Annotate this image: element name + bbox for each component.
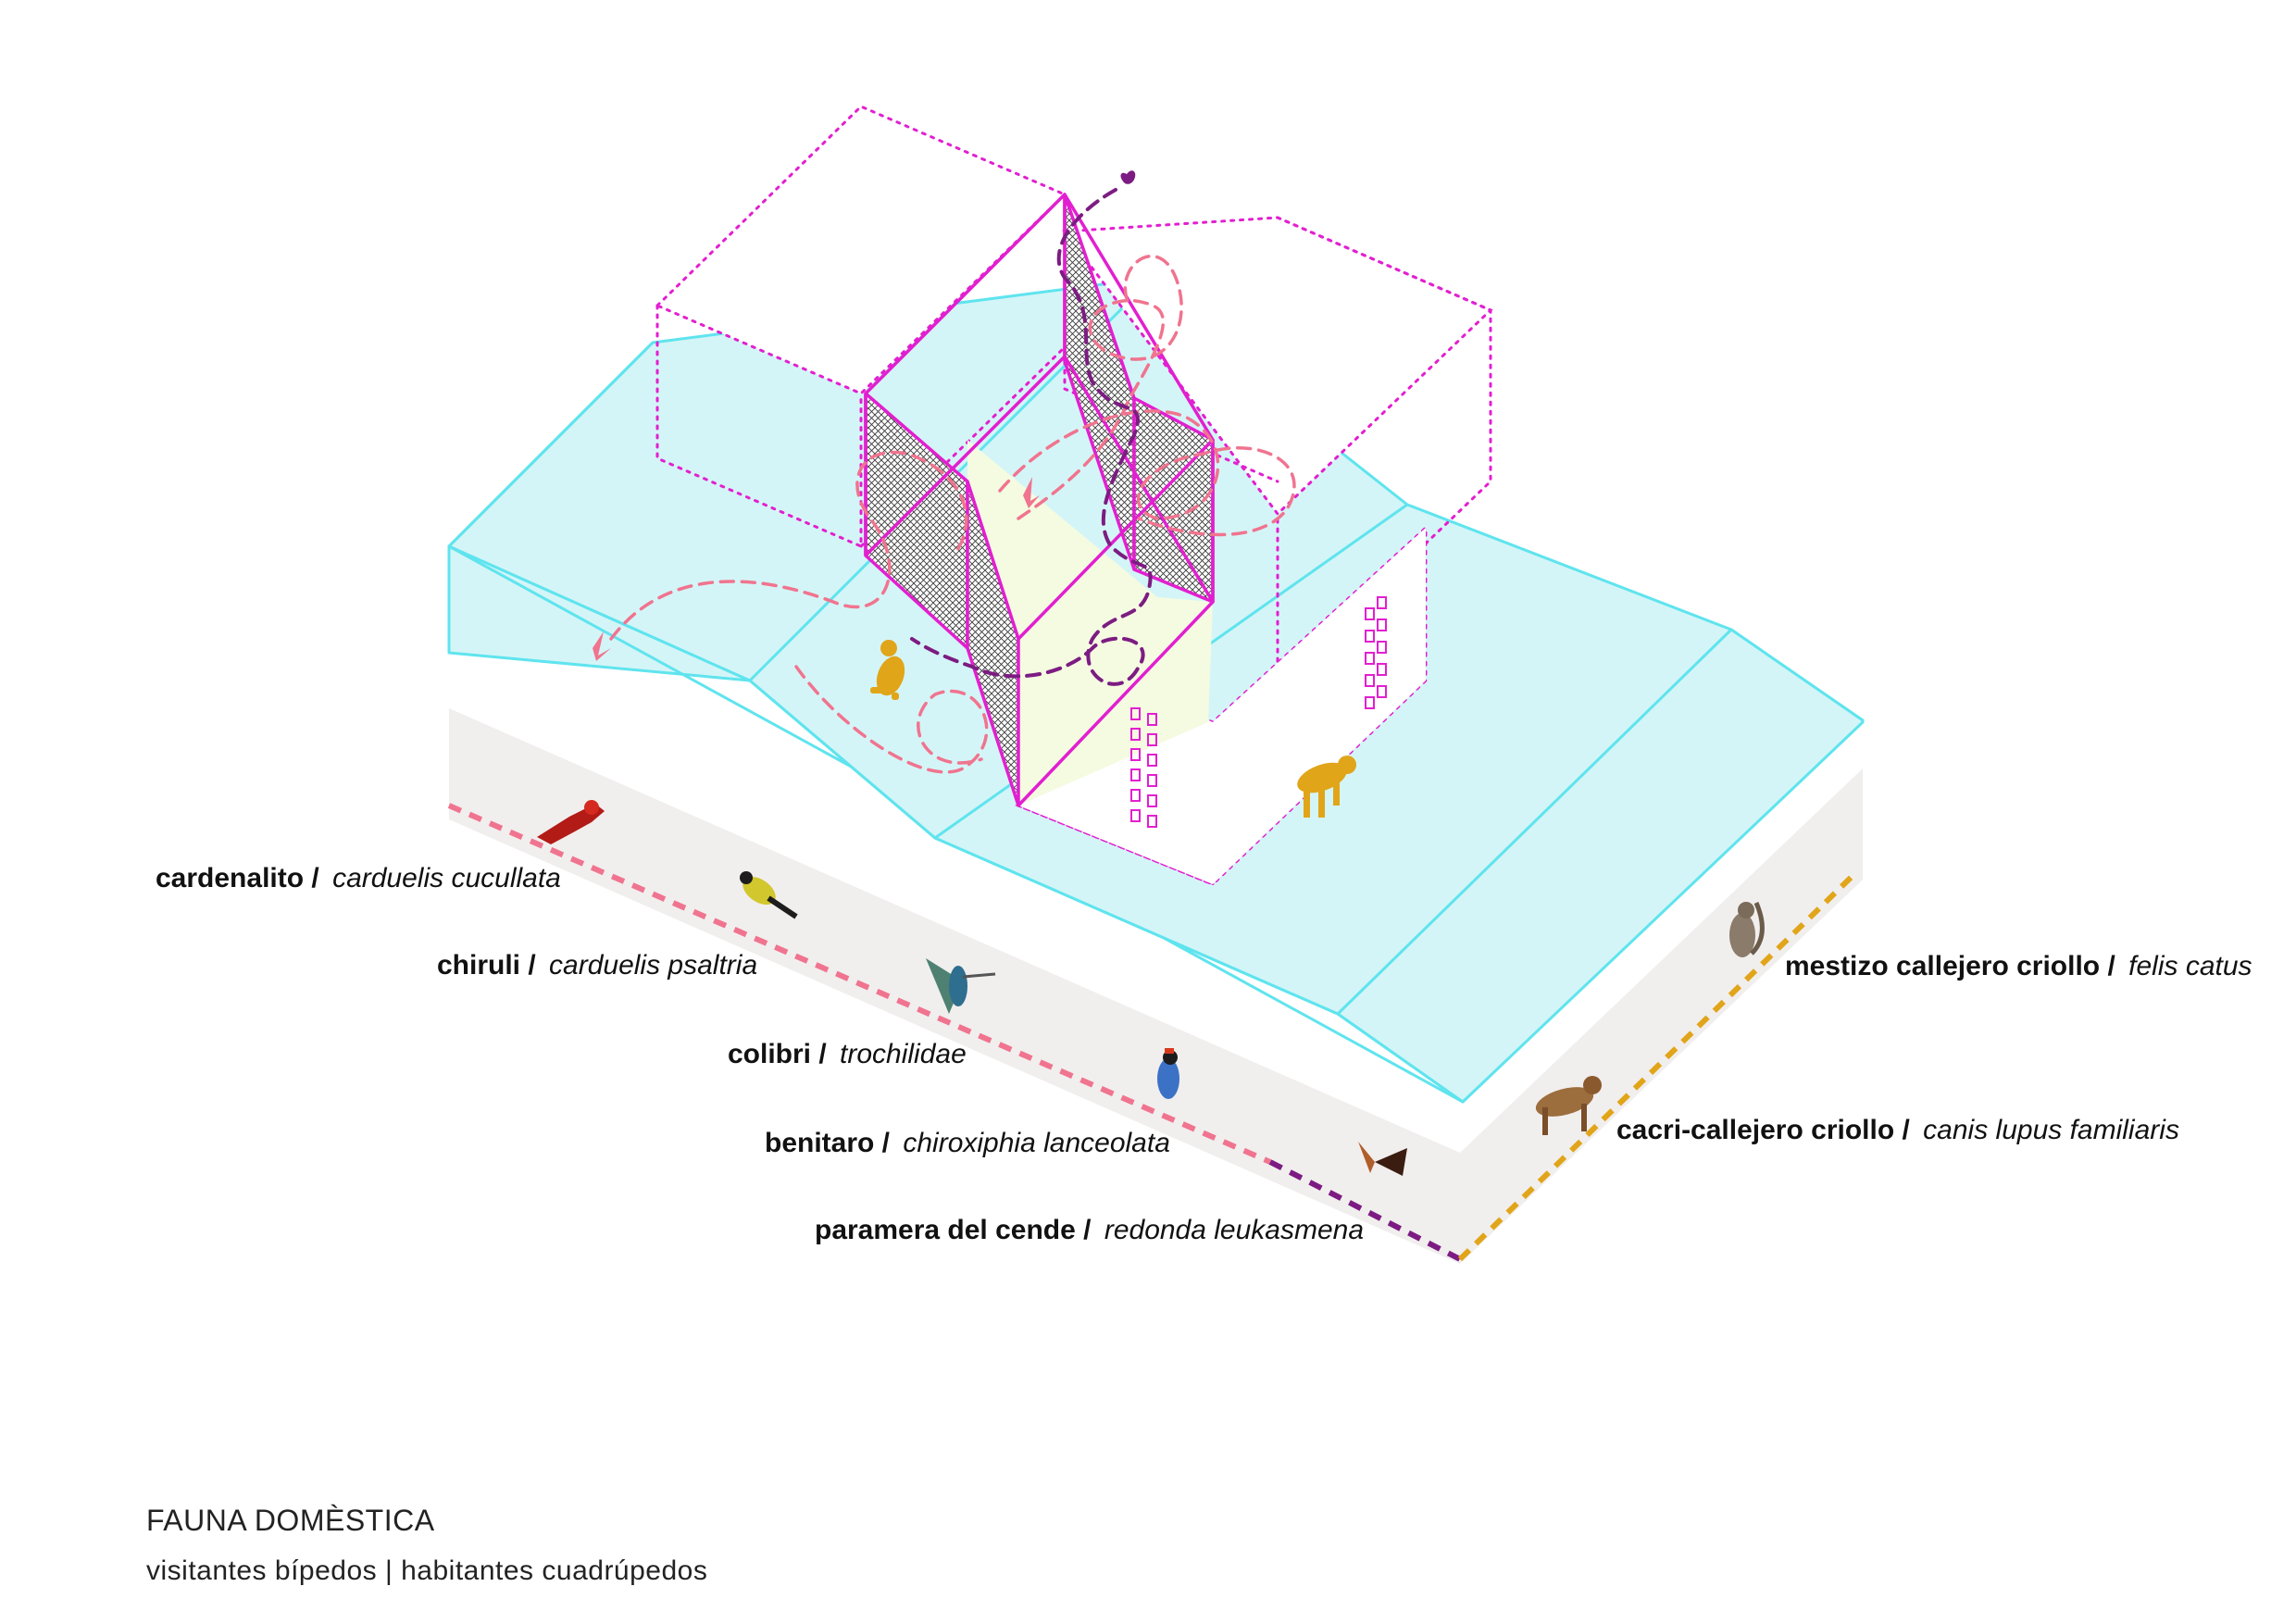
- butterfly-icon: [1358, 1142, 1407, 1176]
- bird-silhouette-icon: [593, 631, 611, 661]
- dog-icon: [1535, 1076, 1602, 1135]
- species-label-paramera: paramera del cende / redonda leukasmena: [815, 1215, 1364, 1245]
- wall-openings: [1130, 596, 1387, 828]
- butterfly-silhouette-icon: [1120, 170, 1136, 184]
- legend-lines: [447, 803, 1856, 1262]
- chiruli-bird-icon: [740, 871, 798, 919]
- species-labels: cardenalito / carduelis cucullata chirul…: [156, 863, 2252, 1245]
- colibri-hummingbird-icon: [926, 958, 996, 1014]
- caption-subtitle: visitantes bípedos | habitantes cuadrúpe…: [146, 1555, 708, 1586]
- plan-silhouettes: [593, 170, 1356, 818]
- species-label-chiruli: chiruli / carduelis psaltria: [437, 950, 757, 981]
- species-label-mestizo: mestizo callejero criollo / felis catus: [1785, 951, 2252, 981]
- dog-silhouette-icon: [1297, 756, 1356, 818]
- species-label-cardenalito: cardenalito / carduelis cucullata: [156, 863, 561, 893]
- bird-silhouette-icon: [1023, 477, 1040, 508]
- cat-silhouette-icon: [870, 640, 905, 700]
- caption-title: FAUNA DOMÈSTICA: [146, 1504, 435, 1537]
- bird-flight-paths: [609, 255, 1296, 774]
- benitaro-bird-icon: [1157, 1048, 1179, 1099]
- species-label-colibri: colibri / trochilidae: [728, 1039, 967, 1069]
- species-label-benitaro: benitaro / chiroxiphia lanceolata: [765, 1128, 1170, 1158]
- species-label-cacri: cacri-callejero criollo / canis lupus fa…: [1616, 1115, 2179, 1145]
- cardenalito-bird-icon: [537, 800, 605, 844]
- butterfly-flight-paths: [910, 188, 1153, 686]
- cat-icon: [1729, 902, 1765, 957]
- magenta-frame: [864, 193, 1215, 807]
